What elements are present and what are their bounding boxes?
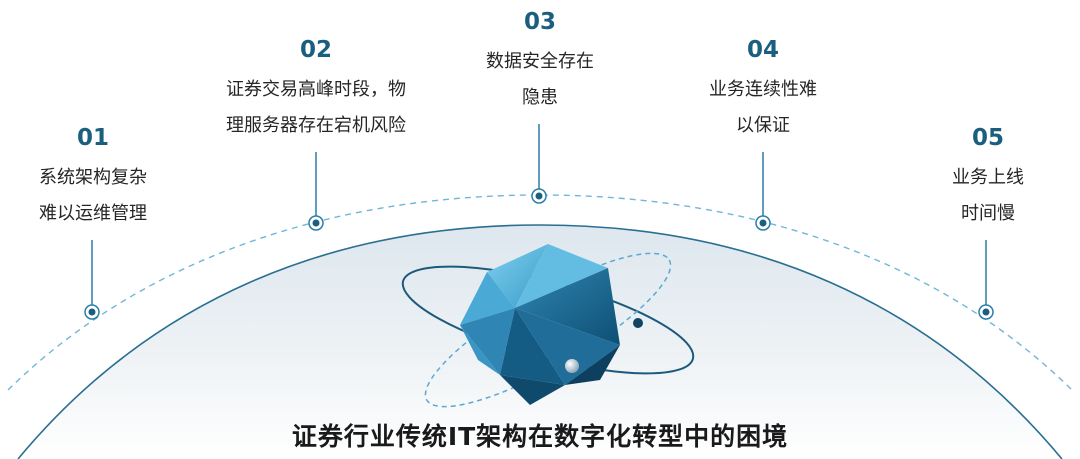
- marker-dot-3: [535, 192, 543, 200]
- point-number: 04: [746, 37, 779, 63]
- marker-dot-5: [982, 308, 990, 316]
- point-05: 05 业务上线 时间慢: [918, 124, 1058, 232]
- point-number: 01: [76, 125, 109, 151]
- marker-dot-1: [88, 308, 96, 316]
- diagram-title: 证券行业传统IT架构在数字化转型中的困境: [291, 422, 789, 451]
- point-number: 03: [523, 9, 556, 35]
- point-text: 数据安全存在 隐患: [486, 51, 594, 108]
- dashed-arc: [7, 194, 1073, 391]
- dome-edge: [17, 224, 1063, 459]
- point-text: 业务连续性难 以保证: [709, 79, 817, 136]
- point-number: 02: [299, 37, 332, 63]
- marker-dot-4: [759, 219, 767, 227]
- orbit-dot: [633, 318, 643, 328]
- point-02: 02 证券交易高峰时段，物 理服务器存在宕机风险: [196, 36, 436, 144]
- point-text: 系统架构复杂 难以运维管理: [39, 167, 147, 224]
- marker-dot-2: [312, 219, 320, 227]
- point-03: 03 数据安全存在 隐患: [460, 8, 620, 116]
- point-04: 04 业务连续性难 以保证: [683, 36, 843, 144]
- point-01: 01 系统架构复杂 难以运维管理: [18, 124, 168, 232]
- point-text: 业务上线 时间慢: [952, 167, 1024, 224]
- point-text: 证券交易高峰时段，物 理服务器存在宕机风险: [226, 79, 406, 136]
- crystal-icon: [460, 244, 620, 405]
- point-number: 05: [971, 125, 1004, 151]
- orbit-ball: [565, 359, 579, 373]
